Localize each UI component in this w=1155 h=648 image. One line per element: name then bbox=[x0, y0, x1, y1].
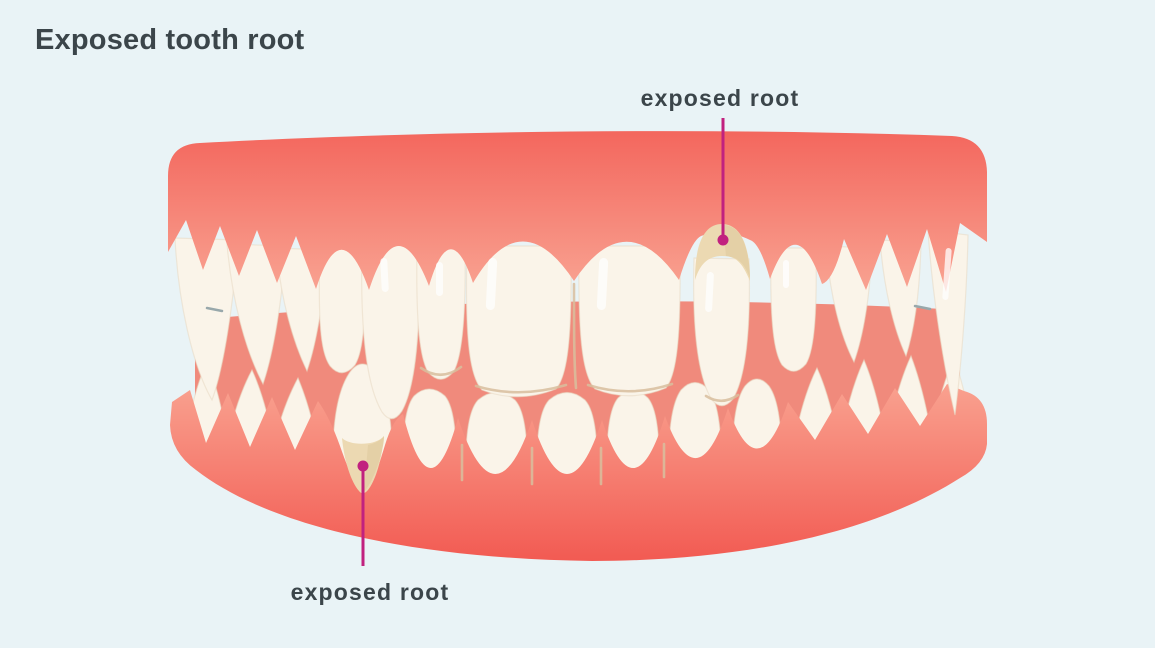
upper-exposed-root bbox=[695, 224, 750, 281]
upper-gum bbox=[168, 131, 987, 292]
tooth-shadow-lines bbox=[419, 282, 740, 486]
top-callout-label: exposed root bbox=[641, 85, 800, 111]
top-callout: exposed root bbox=[641, 85, 800, 246]
page-title: Exposed tooth root bbox=[35, 24, 305, 56]
lower-gum bbox=[170, 384, 987, 561]
bottom-callout-dot bbox=[357, 460, 369, 472]
bottom-callout-label: exposed root bbox=[291, 579, 450, 605]
bottom-callout: exposed root bbox=[291, 460, 450, 605]
top-callout-dot bbox=[717, 234, 729, 246]
tooth-dashes bbox=[205, 304, 932, 313]
tooth-highlights bbox=[380, 248, 952, 313]
